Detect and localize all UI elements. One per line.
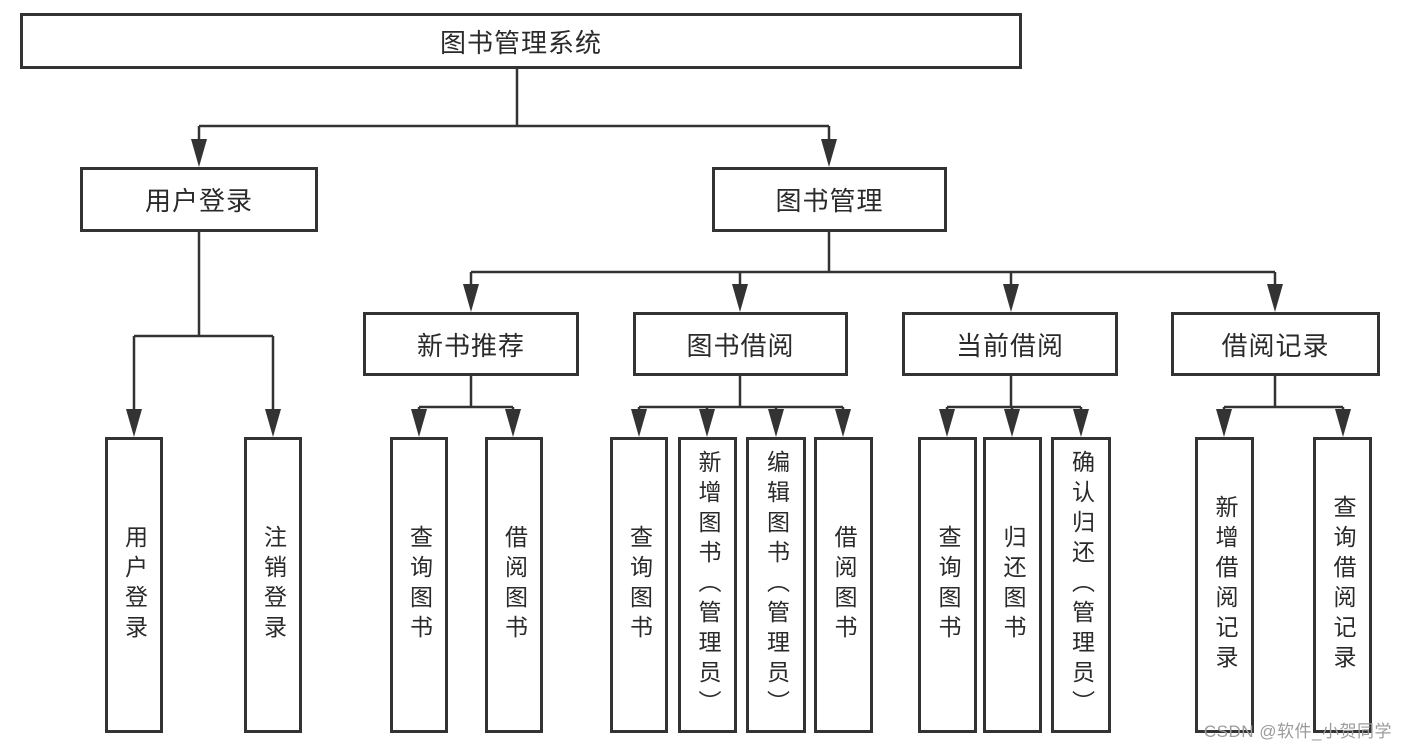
leaf-current-query-book-label: 查询图书 [935,525,961,645]
leaf-current-return-book-label: 归还图书 [1000,525,1026,645]
leaf-record-add-record-label: 新增借阅记录 [1212,495,1238,675]
leaf-user-login-label: 用户登录 [121,525,148,645]
node-current-borrowing: 当前借阅 [902,312,1118,376]
leaf-borrow-add-book-admin-label: 新增图书（管理员） [695,450,721,720]
node-library-system-label: 图书管理系统 [439,27,602,58]
node-user-login: 用户登录 [80,167,318,232]
node-book-borrowing-label: 图书借阅 [686,330,795,361]
leaf-recommend-query-book: 查询图书 [390,437,448,733]
node-borrowing-records: 借阅记录 [1171,312,1380,376]
leaf-logout-label: 注销登录 [260,525,287,645]
leaf-current-query-book: 查询图书 [918,437,977,733]
leaf-borrow-query-book-label: 查询图书 [626,525,653,645]
leaf-current-confirm-return-admin: 确认归还（管理员） [1051,437,1111,733]
node-book-borrowing: 图书借阅 [633,312,848,376]
node-new-book-recommend-label: 新书推荐 [416,330,525,361]
leaf-logout: 注销登录 [244,437,302,733]
leaf-recommend-borrow-book: 借阅图书 [485,437,543,733]
node-new-book-recommend: 新书推荐 [363,312,579,376]
leaf-current-confirm-return-admin-label: 确认归还（管理员） [1068,450,1095,720]
leaf-borrow-borrow-book-label: 借阅图书 [831,525,857,645]
leaf-borrow-edit-book-admin: 编辑图书（管理员） [746,437,806,733]
node-book-management: 图书管理 [712,167,947,232]
leaf-borrow-add-book-admin: 新增图书（管理员） [678,437,737,733]
watermark: CSDN @软件_小贺同学 [1203,722,1392,741]
leaf-record-query-record-label: 查询借阅记录 [1330,495,1356,675]
leaf-recommend-query-book-label: 查询图书 [406,525,433,645]
leaf-borrow-query-book: 查询图书 [610,437,668,733]
leaf-current-return-book: 归还图书 [983,437,1042,733]
leaf-user-login: 用户登录 [105,437,163,733]
node-borrowing-records-label: 借阅记录 [1221,330,1330,361]
leaf-borrow-borrow-book: 借阅图书 [814,437,873,733]
leaf-recommend-borrow-book-label: 借阅图书 [501,525,528,645]
node-library-system: 图书管理系统 [20,13,1022,69]
leaf-record-add-record: 新增借阅记录 [1195,437,1254,733]
node-current-borrowing-label: 当前借阅 [955,330,1064,361]
node-user-login-label: 用户登录 [144,186,253,216]
leaf-record-query-record: 查询借阅记录 [1313,437,1372,733]
node-book-management-label: 图书管理 [775,186,884,216]
leaf-borrow-edit-book-admin-label: 编辑图书（管理员） [763,450,790,720]
